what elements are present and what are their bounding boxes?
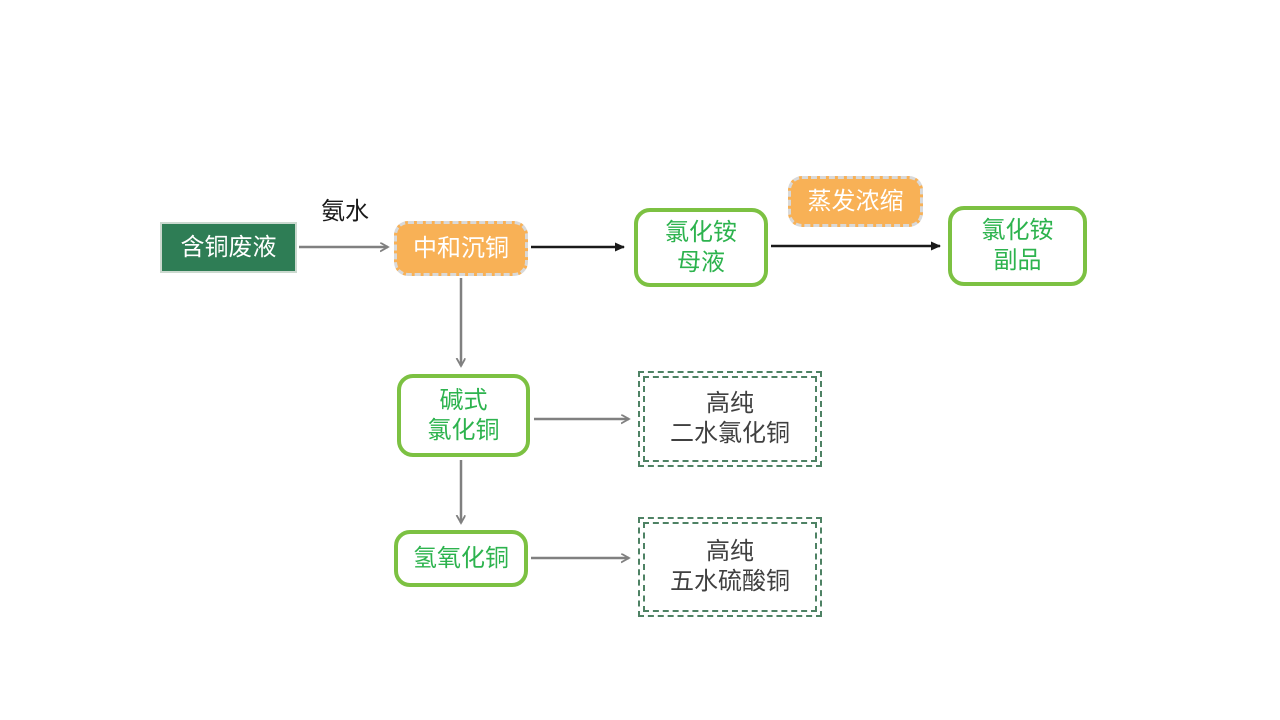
node-copper-waste: 含铜废液 <box>160 222 297 273</box>
edge-label-ammonia: 氨水 <box>321 198 369 225</box>
node-high-purity-copper-chloride-dihydrate: 高纯 二水氯化铜 <box>638 371 822 467</box>
node-label: 高纯 五水硫酸铜 <box>670 538 790 595</box>
node-evaporate-concentrate: 蒸发浓缩 <box>788 176 923 227</box>
node-copper-hydroxide: 氢氧化铜 <box>394 530 528 587</box>
node-ammonium-chloride-mother-liquor: 氯化铵 母液 <box>634 208 768 287</box>
node-neutralize: 中和沉铜 <box>394 221 528 276</box>
node-high-purity-copper-sulfate-pentahydrate: 高纯 五水硫酸铜 <box>638 517 822 617</box>
node-ammonium-chloride-byproduct: 氯化铵 副品 <box>948 206 1087 286</box>
node-basic-copper-chloride: 碱式 氯化铜 <box>397 374 530 457</box>
node-label: 高纯 二水氯化铜 <box>670 390 790 447</box>
